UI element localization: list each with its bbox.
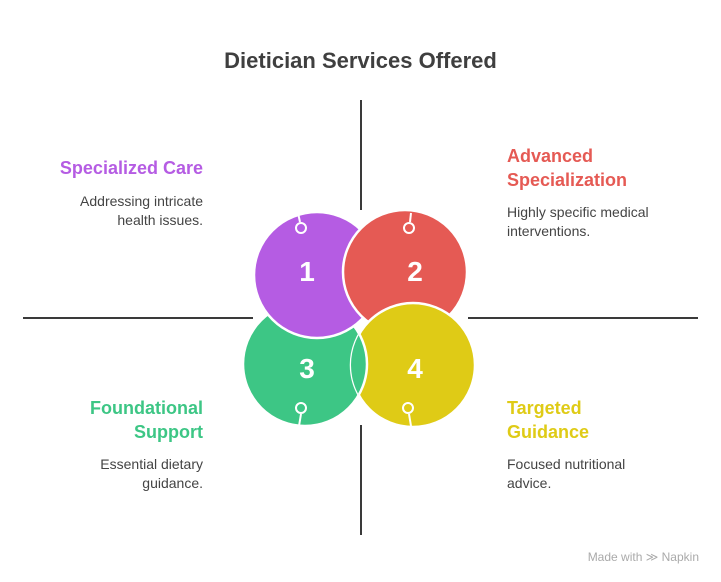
heading-advanced-specialization: Advanced Specialization <box>507 146 628 190</box>
number-2: 2 <box>407 256 423 287</box>
description-advanced-specialization: Highly specific medical interventions. <box>507 204 649 239</box>
marker-4 <box>402 402 414 414</box>
description-foundational-support: Essential dietary guidance. <box>100 456 203 491</box>
marker-1 <box>295 222 307 234</box>
marker-2 <box>403 222 415 234</box>
number-3: 3 <box>299 353 315 384</box>
marker-3 <box>295 402 307 414</box>
heading-foundational-support: Foundational Support <box>90 398 203 442</box>
heading-specialized-care: Specialized Care <box>59 158 203 178</box>
heading-targeted-guidance: Targeted Guidance <box>507 398 590 442</box>
diagram-title: Dietician Services Offered <box>224 48 497 73</box>
axis-lines <box>23 100 698 535</box>
connector-markers <box>295 212 415 427</box>
circle-3-overlap <box>351 303 369 427</box>
number-1: 1 <box>299 256 315 287</box>
number-4: 4 <box>407 353 423 384</box>
description-specialized-care: Addressing intricate health issues. <box>80 193 203 228</box>
footer-attribution[interactable]: Made with ≫ Napkin <box>588 550 699 564</box>
brand-label: Napkin <box>661 550 699 564</box>
napkin-logo-icon: ≫ <box>645 550 659 564</box>
made-with-label: Made with <box>587 550 643 564</box>
description-targeted-guidance: Focused nutritional advice. <box>507 456 626 491</box>
